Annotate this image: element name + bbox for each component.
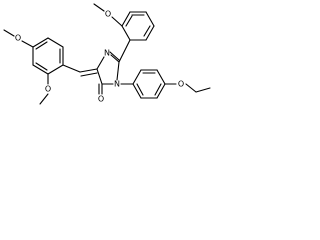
bond xyxy=(47,64,64,75)
bond xyxy=(154,83,162,96)
atom-label-o-methoxy-2: O xyxy=(45,85,51,94)
bond xyxy=(21,40,34,48)
atom-label-n-amide: N xyxy=(114,80,120,89)
bond xyxy=(185,83,197,93)
atom-label-o-ethoxy: O xyxy=(178,80,184,89)
molecule-diagram: O O O N N O O xyxy=(0,0,231,112)
bond xyxy=(47,37,64,48)
atom-label-o-methoxyphenyl: O xyxy=(105,10,111,19)
bond xyxy=(111,16,123,27)
bond xyxy=(109,51,120,61)
bond xyxy=(145,11,155,27)
bond xyxy=(121,25,131,41)
bond xyxy=(110,54,120,63)
bond xyxy=(195,87,211,93)
bond xyxy=(96,68,103,85)
bond xyxy=(35,41,48,50)
bond xyxy=(93,3,105,12)
bond xyxy=(32,37,49,48)
bond xyxy=(35,62,48,71)
bond xyxy=(156,69,166,85)
bond xyxy=(32,64,49,75)
bond xyxy=(132,69,142,85)
bond xyxy=(136,83,144,96)
atom-label-o-carbonyl: O xyxy=(98,95,104,104)
bond xyxy=(116,61,120,81)
bond xyxy=(3,29,15,37)
bond xyxy=(39,93,49,105)
bond xyxy=(80,72,98,77)
bond xyxy=(79,68,98,73)
bond xyxy=(145,25,155,41)
bond xyxy=(143,25,151,37)
bond xyxy=(125,15,133,27)
bond xyxy=(96,56,105,70)
bond xyxy=(132,83,142,99)
bonds xyxy=(3,3,211,105)
atom-label-n-imine: N xyxy=(104,49,110,58)
bond xyxy=(121,11,131,27)
atom-labels: O O O N N O O xyxy=(15,10,184,104)
atom-label-o-methoxy-4: O xyxy=(15,34,21,43)
structure-drawing: O O O N N O O xyxy=(3,3,211,105)
bond xyxy=(156,83,166,99)
bond xyxy=(62,64,81,73)
bond xyxy=(118,39,131,63)
